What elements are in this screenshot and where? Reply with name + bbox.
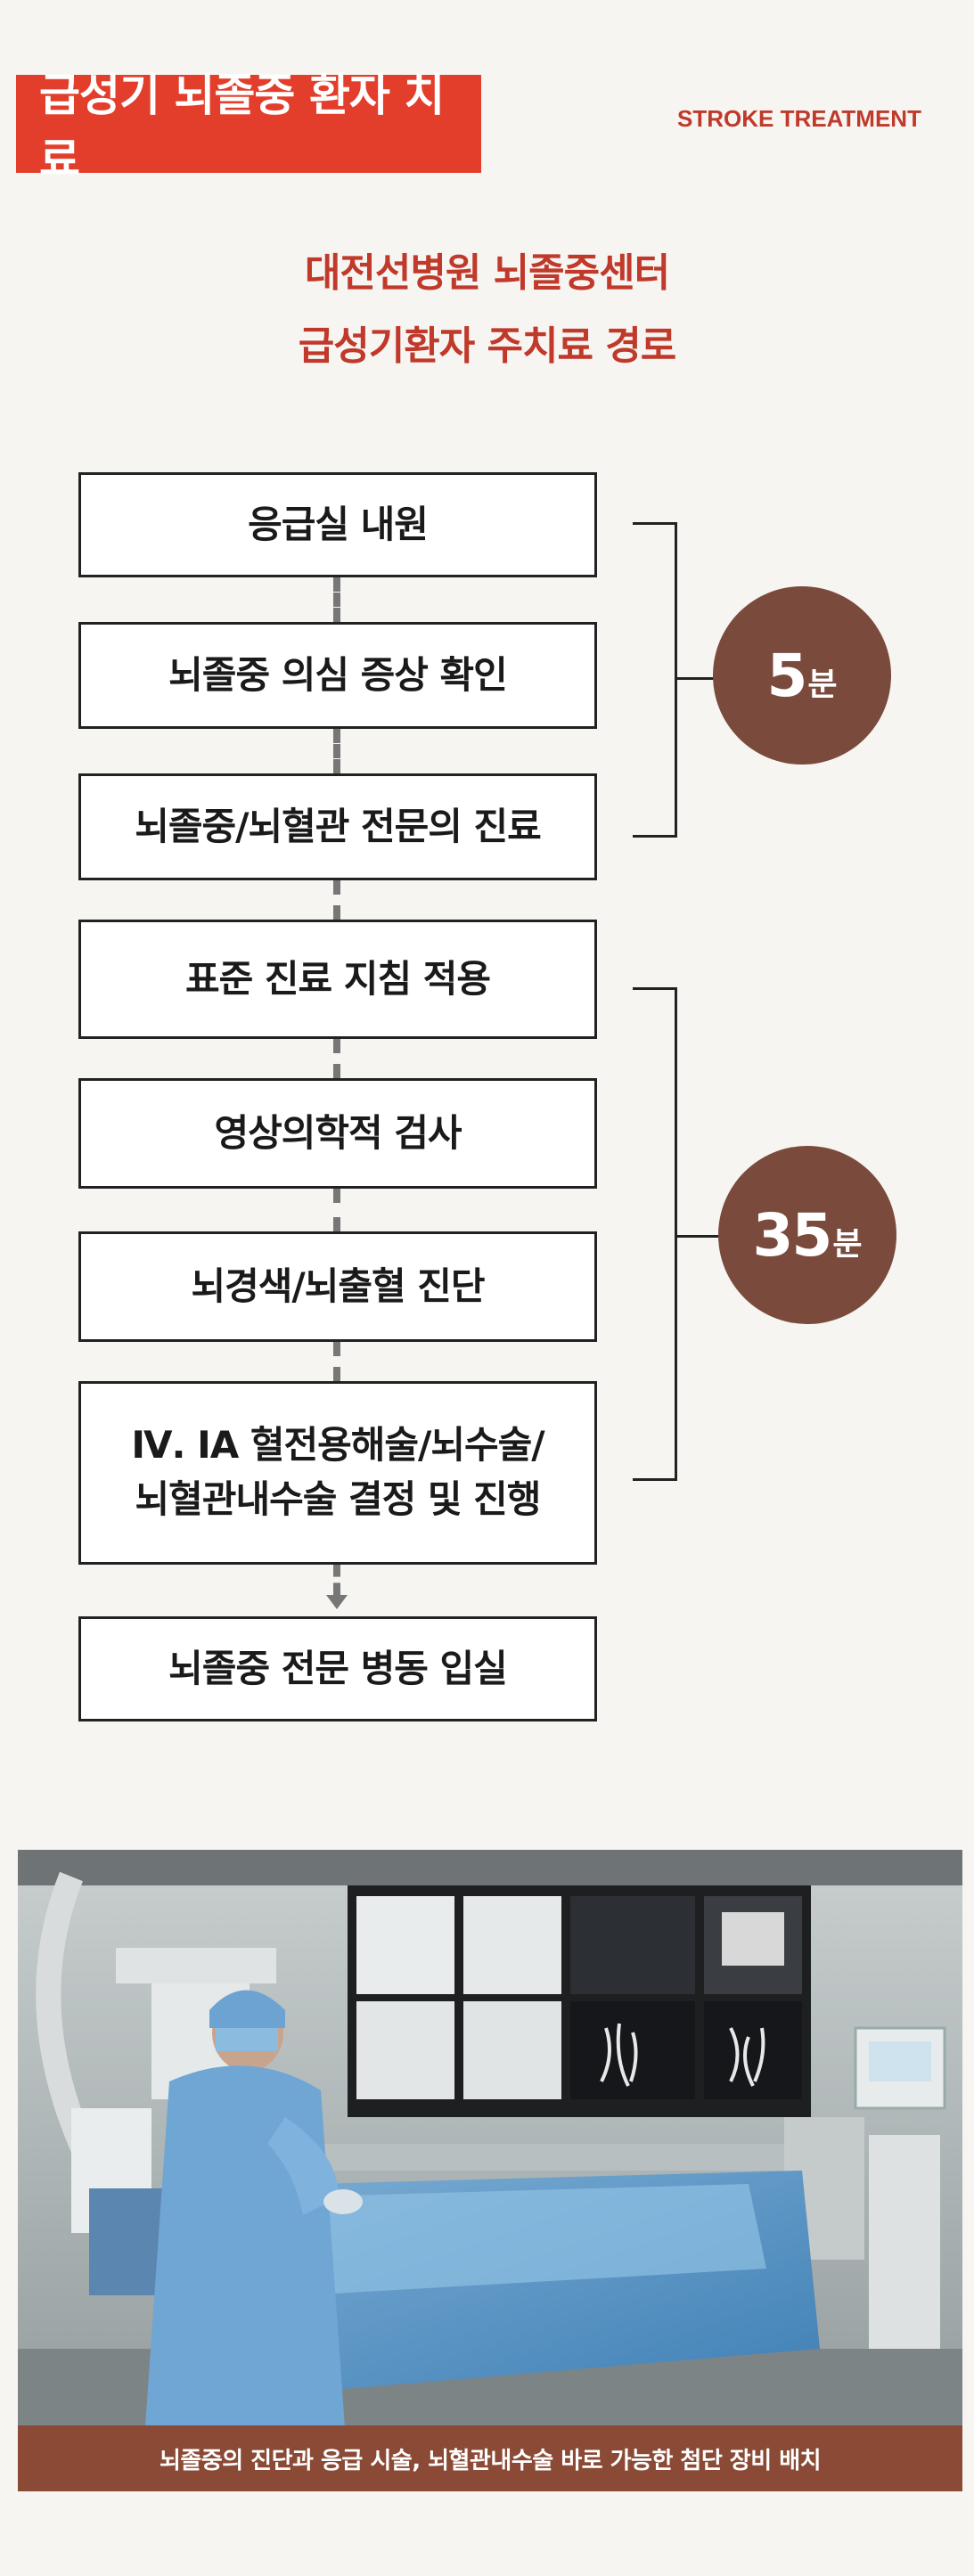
flow-connector: [333, 1039, 340, 1078]
flow-step-label-line-2: 뇌혈관내수술 결정 및 진행: [135, 1477, 542, 1521]
title-line-1: 대전선병원 뇌졸중센터: [304, 250, 670, 296]
time-marker-5min: 5 분: [713, 586, 891, 765]
time-bracket-tick: [677, 1235, 724, 1238]
flow-step-label-line-1: Ⅳ. IA 혈전용해술/뇌수술/: [131, 1423, 544, 1468]
flow-step-label: 응급실 내원: [248, 502, 429, 546]
flow-step-specialist-consult: 뇌졸중/뇌혈관 전문의 진료: [78, 773, 597, 880]
flow-connector: [333, 1565, 340, 1595]
flow-step-label: 표준 진료 지침 적용: [185, 956, 491, 1001]
photo-caption: 뇌졸중의 진단과 응급 시술, 뇌혈관내수술 바로 가능한 첨단 장비 배치: [18, 2425, 962, 2491]
time-bracket-5min: [633, 522, 677, 838]
flow-step-ward-admission: 뇌졸중 전문 병동 입실: [78, 1616, 597, 1721]
flow-connector: [333, 729, 340, 773]
flow-step-diagnosis: 뇌경색/뇌출혈 진단: [78, 1231, 597, 1342]
time-marker-number: 5: [766, 641, 807, 710]
title-line-2: 급성기환자 주치료 경로: [298, 323, 676, 369]
flow-step-label: 뇌경색/뇌출혈 진단: [191, 1263, 485, 1308]
flow-step-label: 영상의학적 검사: [214, 1110, 462, 1155]
operating-room-illustration: [18, 1850, 962, 2491]
operating-room-photo: [18, 1850, 962, 2491]
time-marker-35min: 35 분: [718, 1146, 896, 1324]
flow-step-label: 뇌졸중/뇌혈관 전문의 진료: [135, 804, 542, 848]
time-bracket-35min: [633, 987, 677, 1481]
section-badge: 급성기 뇌졸중 환자 치료: [16, 70, 481, 185]
english-section-label: STROKE TREATMENT: [677, 105, 921, 132]
flow-step-treatment-decision: Ⅳ. IA 혈전용해술/뇌수술/ 뇌혈관내수술 결정 및 진행: [78, 1381, 597, 1565]
flow-arrow-down-icon: [326, 1595, 348, 1609]
flow-step-label: 뇌졸중 전문 병동 입실: [168, 1646, 508, 1690]
flow-step-imaging: 영상의학적 검사: [78, 1078, 597, 1189]
section-badge-text: 급성기 뇌졸중 환자 치료: [39, 70, 445, 185]
flow-step-symptom-check: 뇌졸중 의심 증상 확인: [78, 622, 597, 729]
flow-connector: [333, 1342, 340, 1381]
time-marker-number: 35: [752, 1200, 833, 1270]
flow-connector: [333, 577, 340, 622]
time-marker-unit: 분: [832, 1226, 863, 1263]
flow-step-er-arrival: 응급실 내원: [78, 472, 597, 577]
flow-step-label: 뇌졸중 의심 증상 확인: [168, 652, 508, 697]
flow-connector: [333, 1189, 340, 1231]
time-bracket-tick: [677, 677, 724, 680]
flow-connector: [333, 880, 340, 920]
time-marker-unit: 분: [807, 666, 838, 703]
flow-step-label: Ⅳ. IA 혈전용해술/뇌수술/ 뇌혈관내수술 결정 및 진행: [131, 1419, 544, 1527]
flow-step-guideline: 표준 진료 지침 적용: [78, 920, 597, 1039]
